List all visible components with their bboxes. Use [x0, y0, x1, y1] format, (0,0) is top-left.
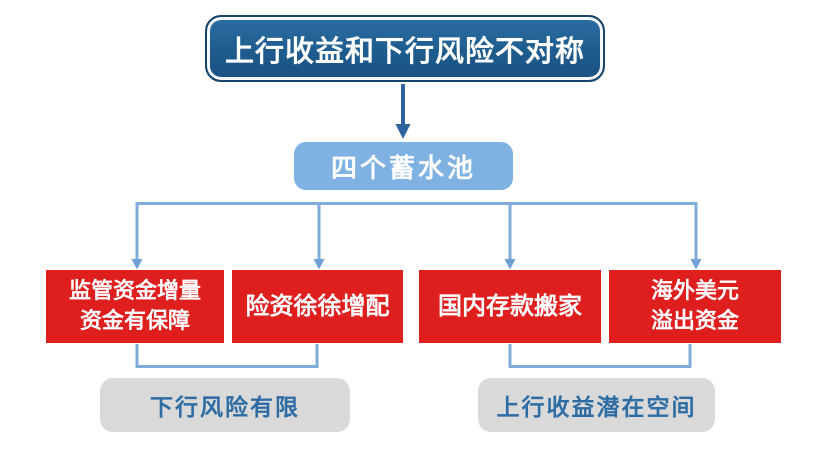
branch-label-line: 资金有保障	[79, 308, 190, 334]
outcome-label: 下行风险有限	[150, 395, 300, 421]
node-root-thesis: 上行收益和下行风险不对称	[205, 15, 605, 82]
branch-label-line: 国内存款搬家	[438, 291, 582, 320]
node-hub-four-reservoirs: 四个蓄水池	[294, 142, 513, 190]
branch-label-line: 海外美元	[650, 279, 739, 305]
branch-arrowhead-icon	[690, 259, 702, 270]
bracket-upside	[508, 344, 692, 368]
outcome-label: 上行收益潜在空间	[496, 395, 697, 421]
node-branch-insurance-funds: 险资徐徐增配	[232, 270, 403, 343]
node-branch-regulatory-funds: 监管资金增量 资金有保障	[46, 270, 224, 343]
root-label: 上行收益和下行风险不对称	[224, 33, 585, 68]
branch-label-line: 溢出资金	[650, 308, 739, 334]
node-outcome-limited-downside: 下行风险有限	[100, 378, 350, 432]
hub-branch-tree	[135, 202, 698, 262]
branch-arrowhead-icon	[313, 259, 325, 270]
node-branch-domestic-deposits: 国内存款搬家	[419, 270, 601, 343]
branch-label-line: 监管资金增量	[68, 279, 201, 305]
hub-label: 四个蓄水池	[330, 153, 476, 184]
branch-arrowheads	[131, 259, 702, 270]
node-outcome-upside-potential: 上行收益潜在空间	[478, 378, 715, 432]
node-branch-overseas-dollars: 海外美元 溢出资金	[609, 270, 781, 343]
outcome-brackets	[135, 344, 692, 368]
branch-label-line: 险资徐徐增配	[245, 291, 390, 320]
root-to-hub-arrow-icon	[395, 84, 411, 139]
branch-arrowhead-icon	[504, 259, 516, 270]
bracket-downside	[135, 344, 319, 368]
branch-arrowhead-icon	[131, 259, 143, 270]
